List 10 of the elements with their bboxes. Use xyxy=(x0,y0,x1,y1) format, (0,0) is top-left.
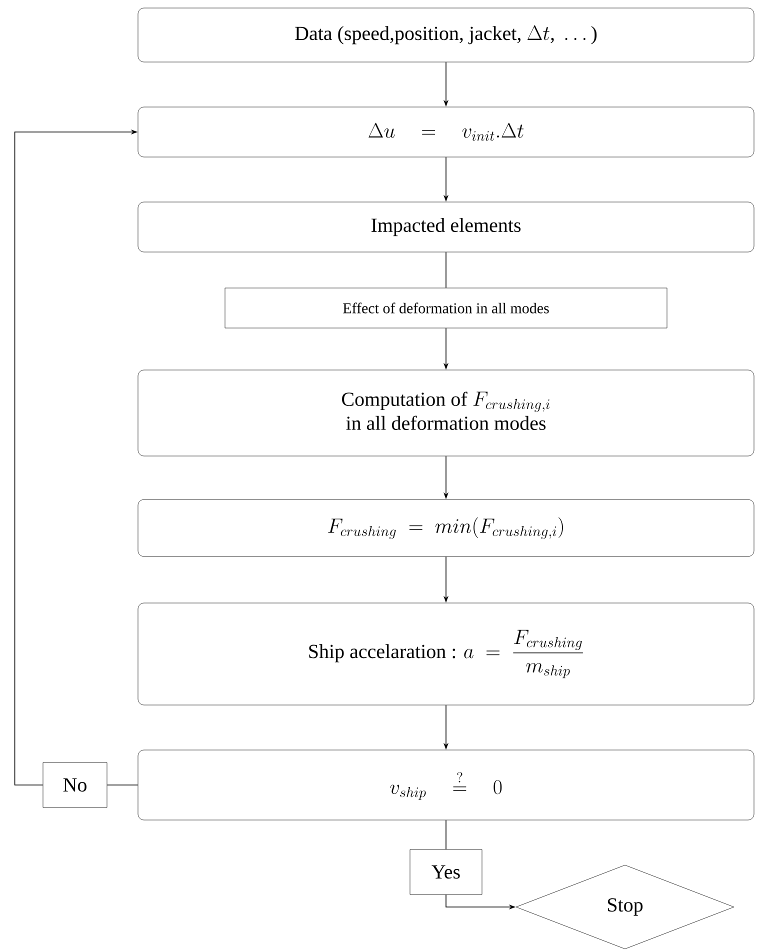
process-box: $\text{Data (speed,position, jacket, }\Delta t\text{, }\ldots\text{)}$ xyxy=(138,8,754,62)
note-box: Effect of deformation in all modes xyxy=(224,288,668,328)
answer-box: No xyxy=(42,762,108,808)
decision-box: $v_{ship} \quad \stackrel{?}{=} \quad 0$ xyxy=(138,750,754,820)
process-box: Impacted elements xyxy=(138,202,754,252)
process-box: $\text{Ship accelaration : } a \;=\; \frac{F_{crushing}}{m_{ship}}$ xyxy=(138,602,754,706)
process-box: $\Delta u \quad = \quad v_{init}.\Delta t$ xyxy=(138,106,754,158)
process-box: $\begin{array}{c}\text{Computation of } F_{crushing,i}\\ \text{in all deformation modes}\end{array}$ xyxy=(138,370,754,456)
process-box: $F_{crushing} \;=\; min(F_{crushing,i})$ xyxy=(138,499,754,557)
answer-box: Yes xyxy=(410,849,482,895)
